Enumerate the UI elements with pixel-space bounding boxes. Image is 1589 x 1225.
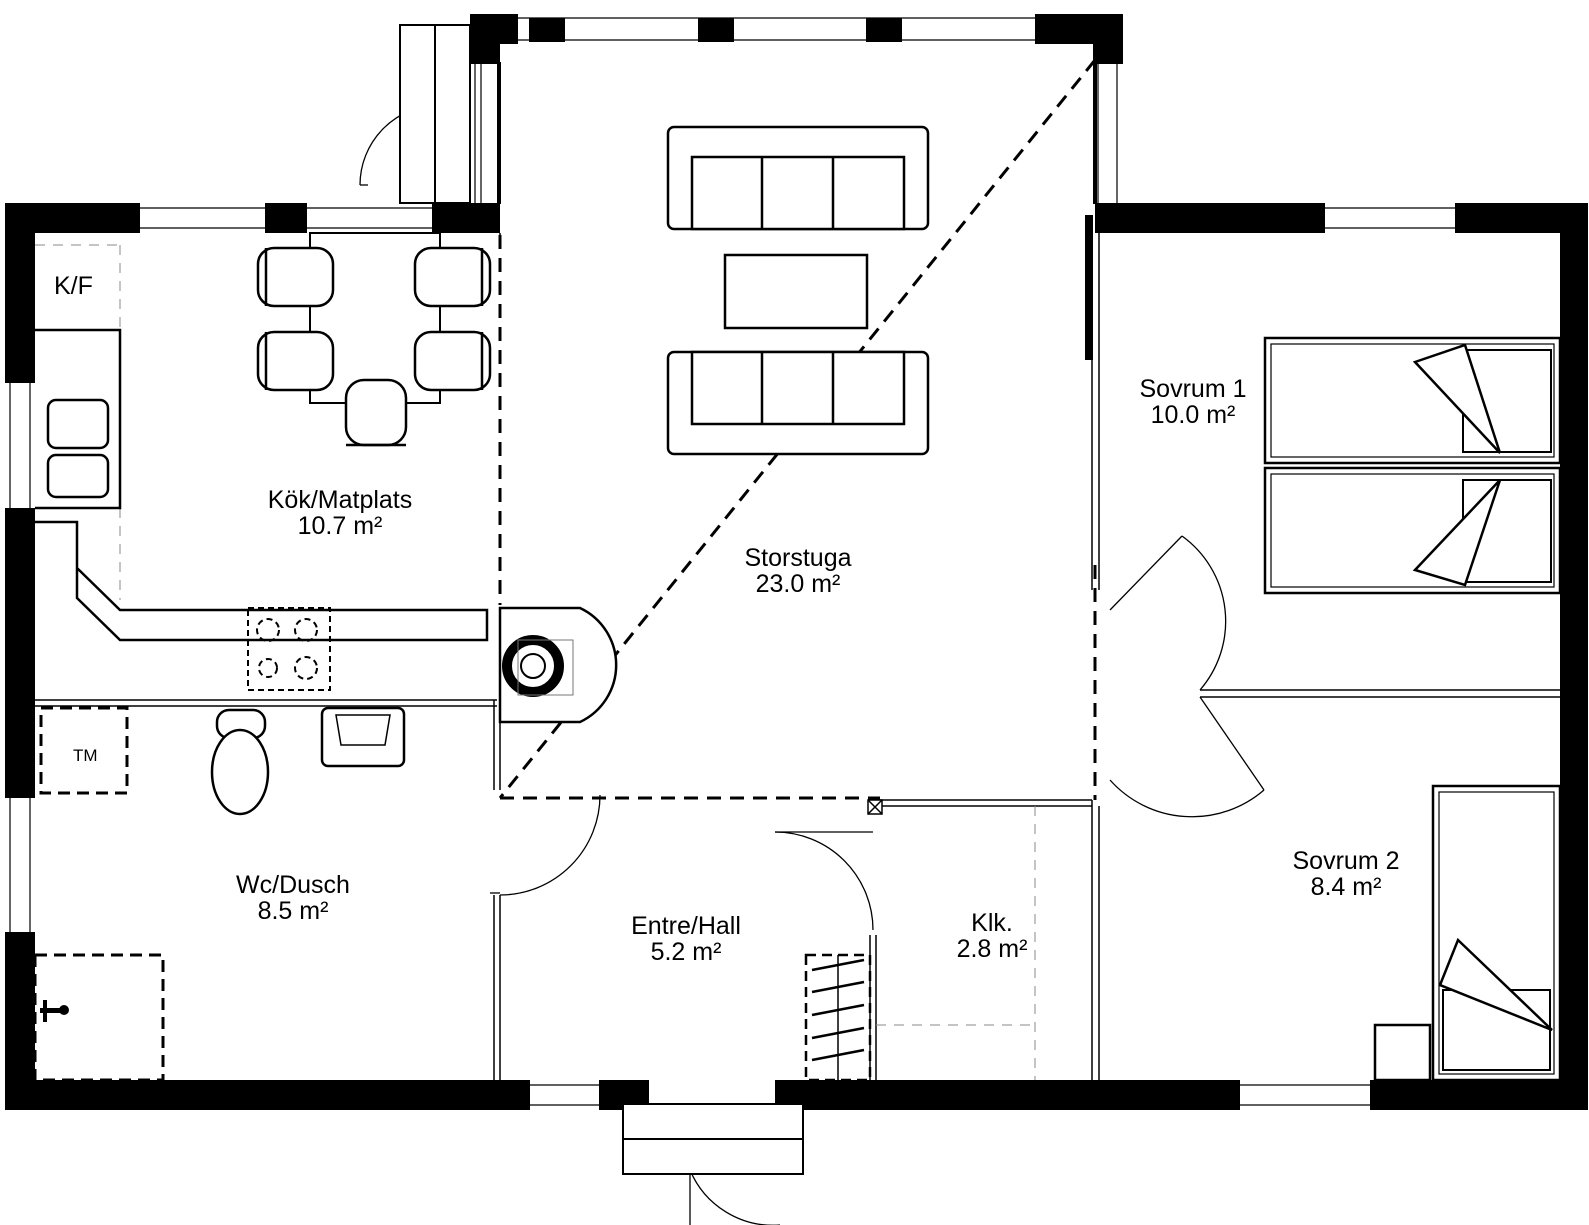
room-area: 10.0 m² — [1150, 401, 1236, 430]
bed-1a — [1263, 336, 1562, 465]
room-label-wc: Wc/Dusch 8.5 m² — [236, 872, 350, 925]
room-label-storstuga: Storstuga 23.0 m² — [744, 545, 851, 598]
windows — [9, 17, 1455, 1106]
sofa-bottom — [666, 350, 930, 456]
entry-step — [622, 1103, 804, 1175]
bed-2 — [1431, 784, 1562, 1082]
hangers — [811, 955, 865, 1080]
balcony — [399, 24, 471, 204]
room-label-kok: Kök/Matplats 10.7 m² — [268, 487, 413, 540]
room-area: 23.0 m² — [755, 570, 841, 599]
room-area: 10.7 m² — [297, 512, 383, 541]
room-name: Wc/Dusch — [236, 871, 350, 899]
room-name: Entre/Hall — [631, 912, 741, 940]
stove — [247, 607, 331, 691]
room-label-sovrum1: Sovrum 1 10.0 m² — [1140, 376, 1247, 429]
sofa-top — [666, 125, 930, 231]
room-area: 8.4 m² — [1310, 873, 1382, 902]
doors — [359, 104, 1265, 1225]
bed-1b — [1263, 466, 1562, 595]
coffee-table — [723, 253, 869, 330]
shower — [33, 953, 165, 1082]
room-name: Storstuga — [744, 544, 852, 572]
toilet — [210, 708, 270, 816]
room-name: Klk. — [971, 909, 1013, 937]
shower-tap — [40, 1000, 69, 1022]
sink — [46, 398, 110, 499]
washer-box — [39, 706, 129, 795]
fridge-label: K/F — [54, 272, 93, 300]
room-name: Kök/Matplats — [267, 486, 413, 514]
room-name: Sovrum 2 — [1292, 847, 1400, 875]
washer-label: TM — [73, 746, 98, 765]
room-area: 2.8 m² — [956, 935, 1028, 964]
vent — [867, 799, 883, 815]
room-name: Sovrum 1 — [1139, 375, 1247, 403]
chairs — [256, 246, 492, 447]
sliding-panel — [1085, 215, 1093, 360]
room-area: 5.2 m² — [650, 938, 722, 967]
room-label-sovrum2: Sovrum 2 8.4 m² — [1293, 848, 1400, 901]
fireplace — [498, 606, 618, 724]
room-label-klk: Klk. 2.8 m² — [957, 910, 1028, 963]
wash-basin — [320, 706, 406, 768]
nightstand — [1373, 1023, 1432, 1082]
thin-dashed — [35, 244, 1036, 1080]
room-label-entre: Entre/Hall 5.2 m² — [631, 913, 741, 966]
room-area: 8.5 m² — [257, 897, 329, 926]
